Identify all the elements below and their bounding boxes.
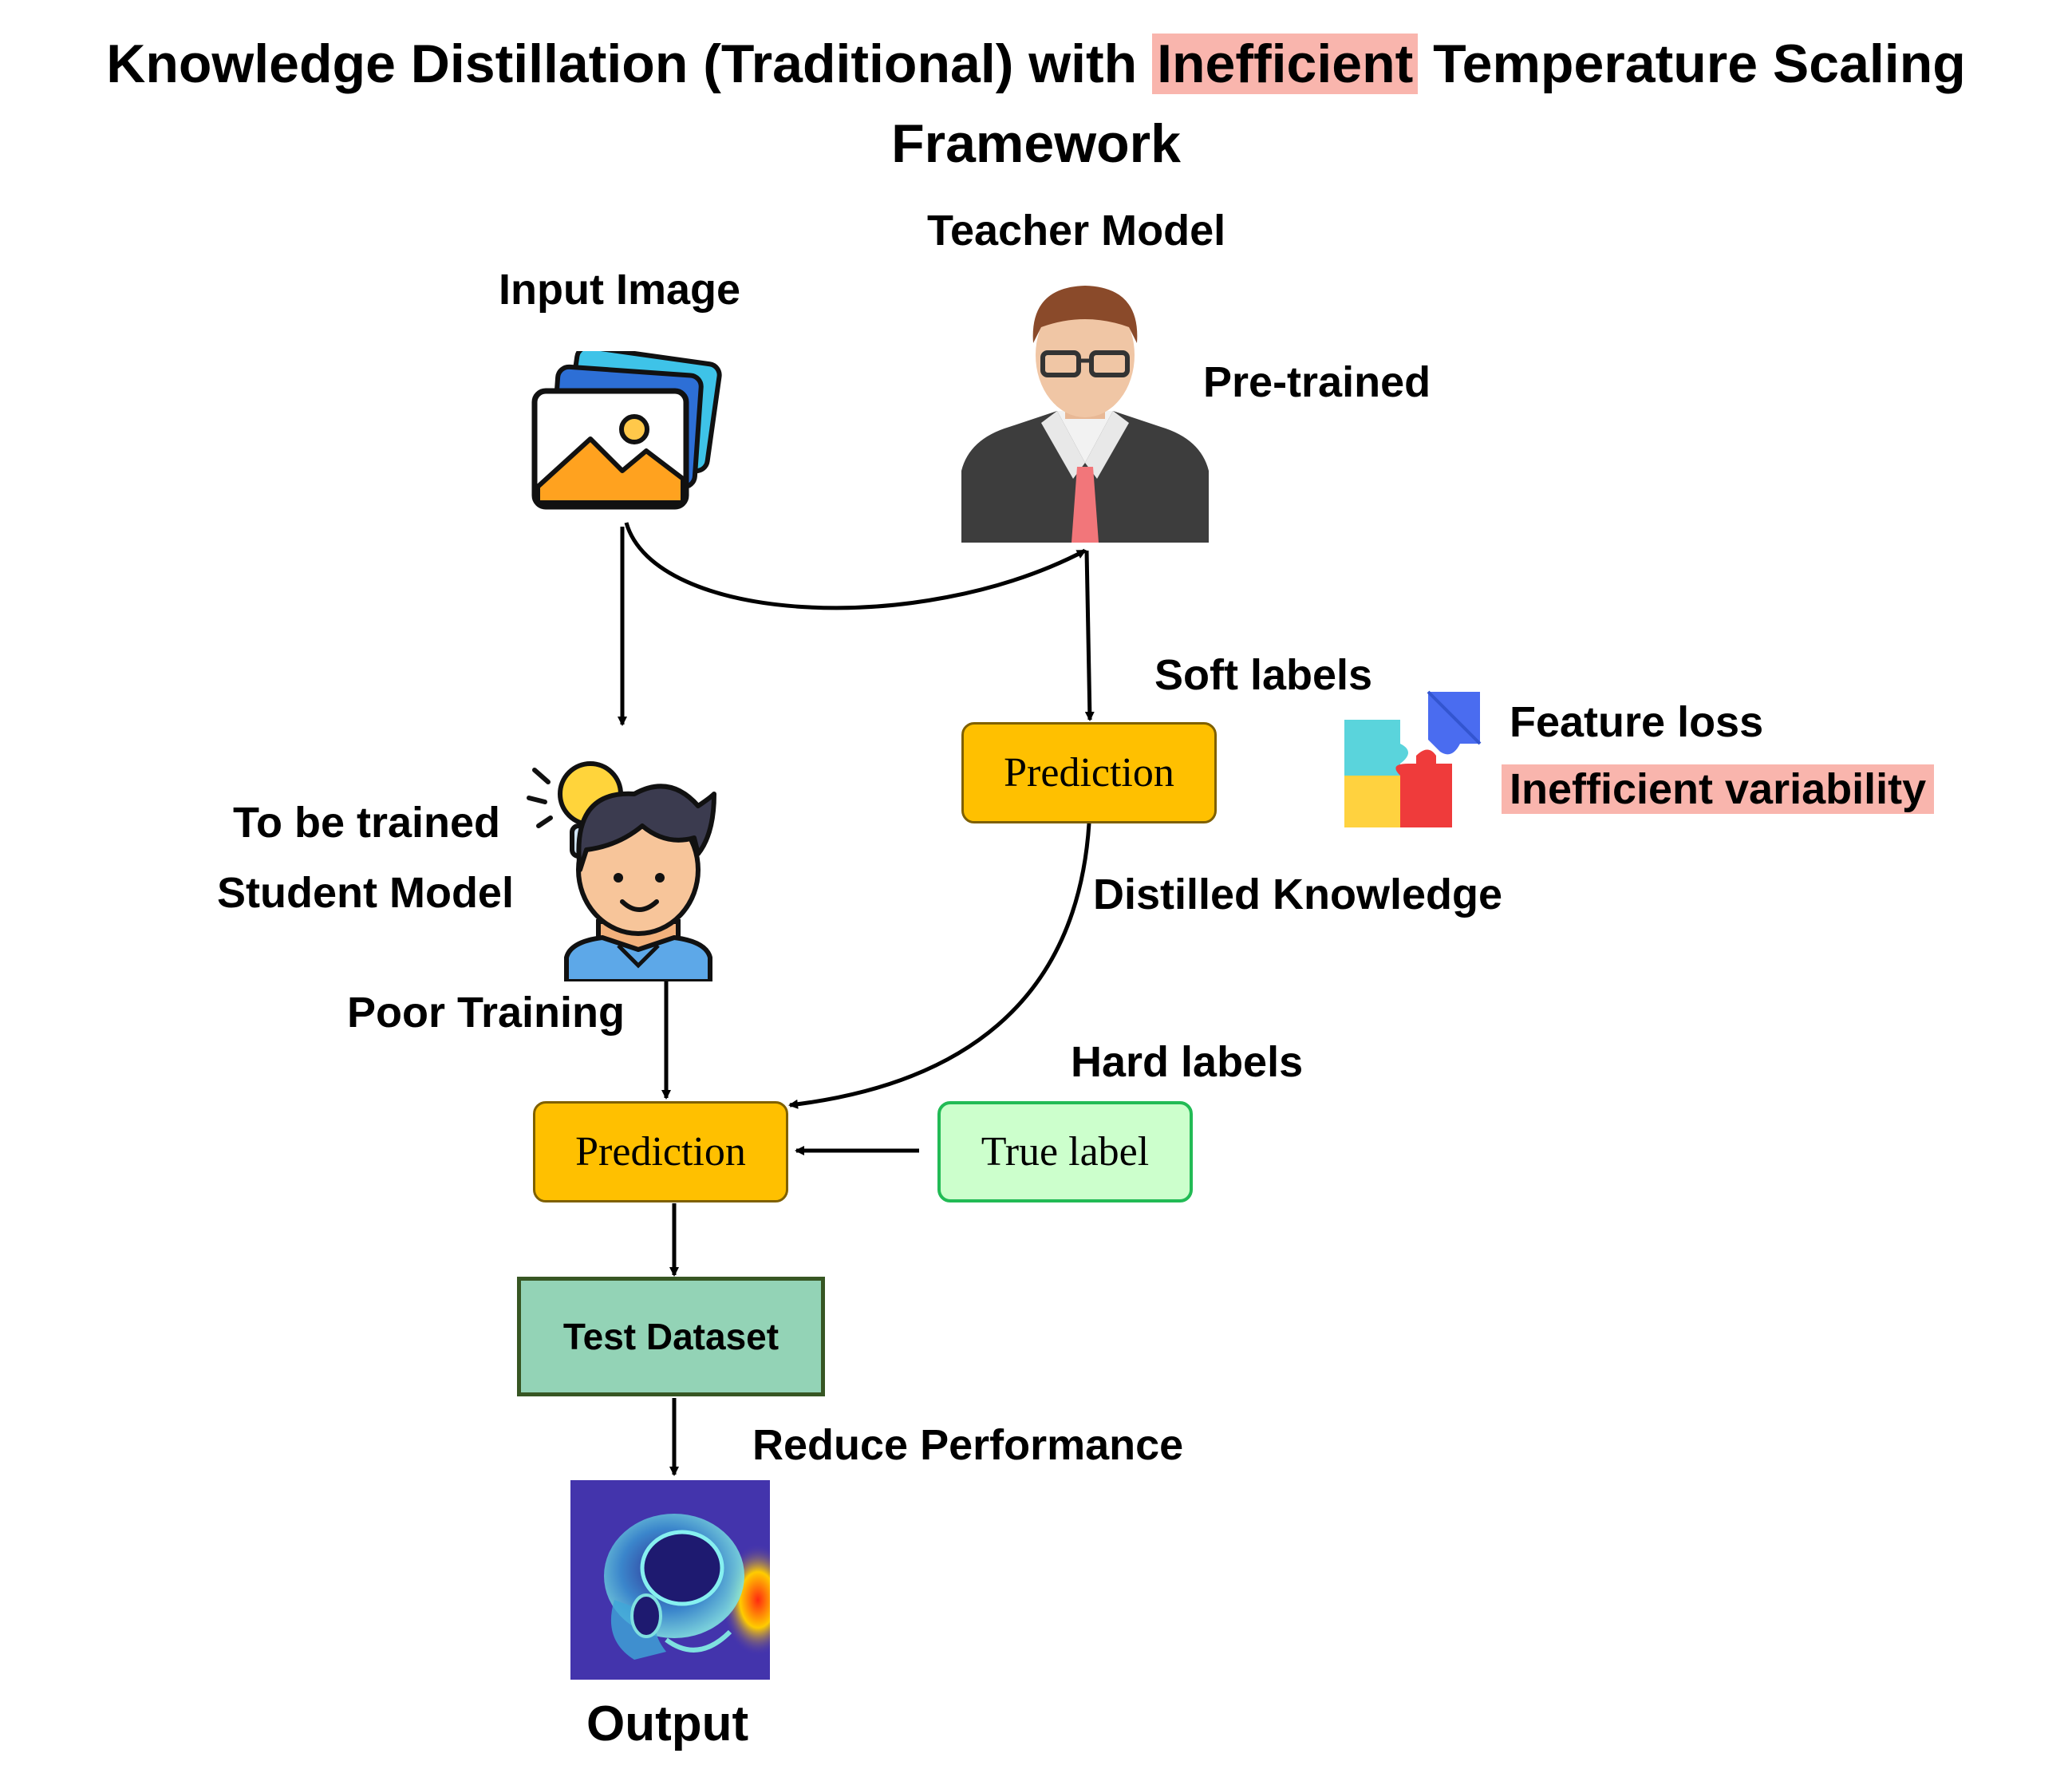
teacher-avatar-icon — [961, 286, 1209, 543]
input-image-label: Input Image — [499, 266, 741, 314]
diagram-title: Knowledge Distillation (Traditional) wit… — [0, 24, 2072, 104]
image-gallery-icon — [531, 351, 722, 510]
arrow-input-to-teacher — [624, 522, 1087, 610]
distilled-knowledge-label: Distilled Knowledge — [1093, 871, 1503, 918]
arrow-teacher-to-prediction — [1084, 550, 1095, 721]
feature-loss-label: Feature loss — [1510, 698, 1764, 746]
title-part2: Temperature Scaling — [1418, 34, 1966, 94]
soft-labels-label: Soft labels — [1154, 651, 1373, 699]
title-highlight: Inefficient — [1152, 34, 1419, 94]
student-avatar-icon — [527, 761, 716, 981]
student-model-label: Student Model — [217, 869, 514, 917]
output-label: Output — [586, 1696, 749, 1751]
test-dataset-box: Test Dataset — [517, 1277, 825, 1396]
student-prediction-box: Prediction — [533, 1101, 788, 1202]
to-be-trained-label: To be trained — [233, 799, 501, 847]
pre-trained-label: Pre-trained — [1203, 358, 1431, 406]
poor-training-label: Poor Training — [347, 989, 626, 1037]
true-label-box: True label — [937, 1101, 1193, 1202]
teacher-prediction-box: Prediction — [961, 722, 1217, 823]
teacher-model-label: Teacher Model — [927, 207, 1226, 255]
arrow-distilled-knowledge — [788, 823, 1091, 1109]
output-heatmap-image — [570, 1480, 770, 1680]
inefficient-variability-label: Inefficient variability — [1502, 764, 1935, 814]
title-part1: Knowledge Distillation (Traditional) wit… — [106, 34, 1153, 94]
puzzle-pieces-icon — [1344, 690, 1482, 827]
diagram-title-line2: Framework — [891, 113, 1181, 174]
hard-labels-label: Hard labels — [1071, 1038, 1304, 1086]
reduce-performance-label: Reduce Performance — [752, 1421, 1184, 1469]
